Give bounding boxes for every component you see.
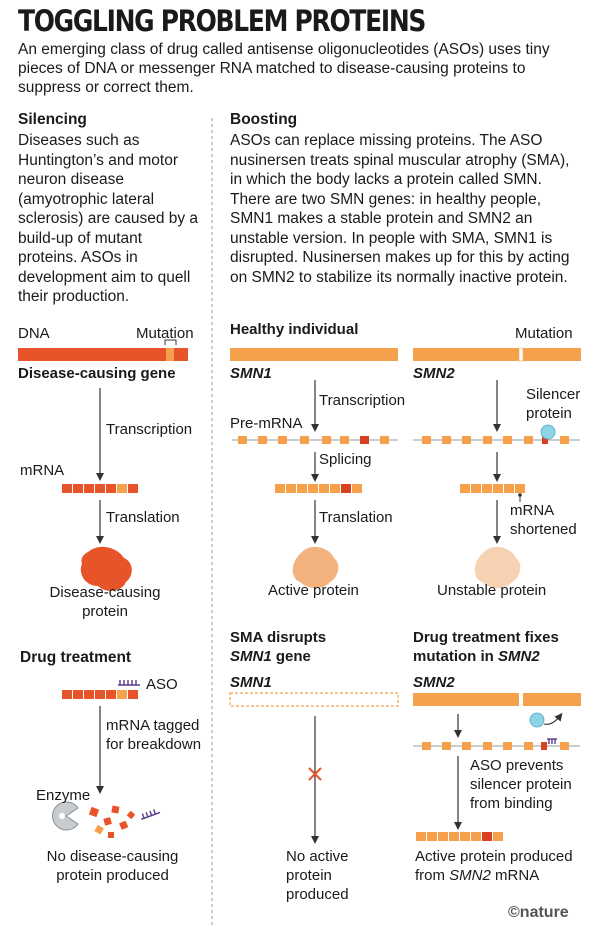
healthy-heading: Healthy individual xyxy=(230,321,359,338)
boosting-body: ASOs can replace missing proteins. The A… xyxy=(230,132,570,286)
mrna-silencing xyxy=(62,484,138,493)
sma-heading-line1: SMA disrupts xyxy=(230,629,327,646)
active-from-gene: SMN2 xyxy=(449,867,491,884)
enzyme-label: Enzyme xyxy=(36,787,91,804)
premrna-label: Pre-mRNA xyxy=(230,415,303,432)
no-active-protein-label: No active protein produced xyxy=(286,848,349,903)
block-x-mark xyxy=(308,767,322,781)
tagged-label: mRNA tagged for breakdown xyxy=(106,717,202,753)
splicing-label: Splicing xyxy=(319,451,372,468)
mrna-drug xyxy=(62,690,138,699)
premrna-smn2 xyxy=(413,436,580,444)
unstable-protein-label: Unstable protein xyxy=(437,582,547,599)
silencing-body: Diseases such as Huntington’s and motor … xyxy=(18,132,199,305)
fix-heading-line1: Drug treatment fixes xyxy=(413,629,559,646)
aso-strand xyxy=(118,680,140,686)
active-from-prefix: Active protein produced from xyxy=(415,848,573,884)
active-protein-blob xyxy=(292,546,339,588)
silencing-heading: Silencing xyxy=(18,111,87,128)
mrna-smn1 xyxy=(275,484,362,493)
unstable-protein-blob xyxy=(474,546,521,588)
translation-label-boosting: Translation xyxy=(319,509,393,526)
sma-heading: SMA disrupts SMN1 gene xyxy=(230,628,326,666)
mrna-fragments xyxy=(88,805,136,838)
smn2-gene-bar-treated xyxy=(413,693,581,706)
aso-label: ASO xyxy=(146,676,178,693)
enzyme-shape xyxy=(52,801,79,831)
premrna-smn1 xyxy=(232,436,398,444)
active-from-smn2-label: Active protein produced from SMN2 mRNA xyxy=(415,847,585,885)
sma-heading-gene: SMN1 xyxy=(230,648,272,665)
smn2-label-treated: SMN2 xyxy=(413,674,455,691)
mrna-label: mRNA xyxy=(20,462,65,479)
nature-credit: ©nature xyxy=(508,904,569,921)
fix-heading: Drug treatment fixes mutation in SMN2 xyxy=(413,628,559,666)
mrna-smn2-treated xyxy=(416,832,503,841)
dna-gene-bar xyxy=(18,339,188,361)
mutation-label-silencing: Mutation xyxy=(136,325,194,342)
smn1-gene-bar xyxy=(230,348,398,361)
smn1-label: SMN1 xyxy=(230,365,272,382)
disease-protein-blob xyxy=(80,546,132,591)
premrna-smn2-treated xyxy=(413,742,580,750)
transcription-label-boosting: Transcription xyxy=(319,392,406,409)
aso-bound xyxy=(547,738,557,744)
silencer-protein-displaced xyxy=(529,712,545,728)
silencer-protein-label: Silencer protein xyxy=(526,386,581,422)
disease-gene-label: Disease-causing gene xyxy=(18,365,176,382)
dna-label: DNA xyxy=(18,325,50,342)
mrna-shortened-label: mRNA shortened xyxy=(510,502,577,538)
mutation-mark xyxy=(166,348,174,361)
no-disease-protein-label: No disease-causing protein produced xyxy=(46,848,179,884)
translation-label-silencing: Translation xyxy=(106,509,180,526)
page-title: TOGGLING PROBLEM PROTEINS xyxy=(18,4,426,38)
smn1-label-sma: SMN1 xyxy=(230,674,272,691)
smn2-gene-bar xyxy=(413,347,581,362)
intro-text: An emerging class of drug called antisen… xyxy=(18,41,550,96)
fix-heading-gene: SMN2 xyxy=(498,648,540,665)
mrna-smn2 xyxy=(460,484,525,493)
disease-protein-label: Disease-causing protein xyxy=(49,584,161,620)
boosting-heading: Boosting xyxy=(230,111,298,128)
drug-treatment-heading: Drug treatment xyxy=(20,649,132,666)
displacement-arrow xyxy=(543,712,563,725)
active-protein-label: Active protein xyxy=(268,582,359,599)
smn2-label: SMN2 xyxy=(413,365,455,382)
smn1-disrupted-bar xyxy=(229,692,399,707)
fix-heading-prefix: mutation in xyxy=(413,648,494,665)
aso-prevents-label: ASO prevents silencer protein from bindi… xyxy=(470,757,572,812)
aso-fragment xyxy=(141,809,161,820)
sma-heading-suffix: gene xyxy=(275,648,311,665)
silencer-protein-shape xyxy=(540,424,556,440)
mutation-label-boosting: Mutation xyxy=(515,325,573,342)
transcription-label-silencing: Transcription xyxy=(106,421,193,438)
active-from-suffix: mRNA xyxy=(495,867,540,884)
